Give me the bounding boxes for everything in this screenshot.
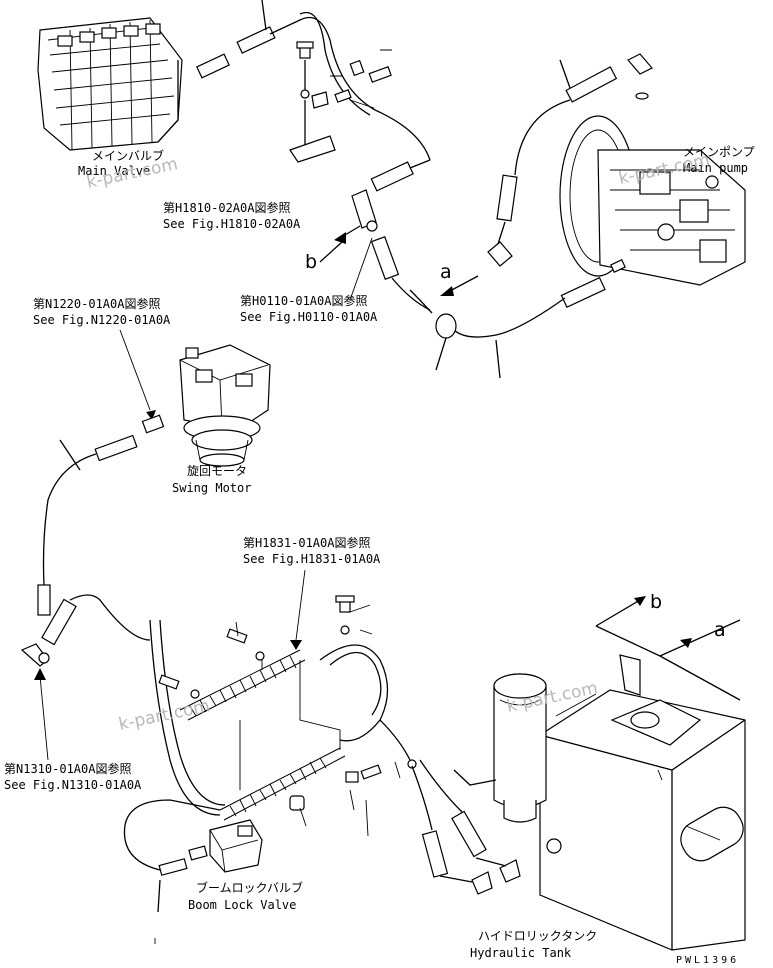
- boom-lock-label-jp: ブームロックバルブ: [196, 880, 303, 895]
- hydraulic-tank-label-en: Hydraulic Tank: [470, 946, 572, 960]
- ref-n1220-jp: 第N1220-01A0A図参照: [33, 296, 160, 311]
- watermark-3: k-part.com: [117, 696, 212, 735]
- drawing-code: PWL1396: [676, 955, 739, 966]
- lower-piping: [149, 595, 417, 821]
- main-pump-hoses: [409, 53, 653, 379]
- marker-a-upper: a: [440, 261, 452, 283]
- ref-h0110-en: See Fig.H0110-01A0A: [240, 310, 378, 324]
- main-valve-label-jp: メインバルブ: [92, 148, 164, 163]
- marker-b-lower: b: [650, 591, 662, 613]
- marker-a-lower: a: [714, 619, 726, 641]
- main-pump-drawing: [559, 115, 746, 286]
- swing-motor-drawing: [179, 344, 271, 467]
- swing-motor-label-en: Swing Motor: [172, 481, 251, 495]
- main-pump-label-en: Main pump: [683, 161, 748, 175]
- ref-h1831-en: See Fig.H1831-01A0A: [243, 552, 381, 566]
- ref-h1810-jp: 第H1810-02A0A図参照: [163, 200, 290, 215]
- ref-n1310-jp: 第N1310-01A0A図参照: [4, 761, 131, 776]
- ref-n1220-en: See Fig.N1220-01A0A: [33, 313, 171, 327]
- ref-n1310-en: See Fig.N1310-01A0A: [4, 778, 142, 792]
- boom-lock-label-en: Boom Lock Valve: [188, 898, 296, 912]
- ref-h1831-jp: 第H1831-01A0A図参照: [243, 535, 370, 550]
- swing-motor-hoses: [20, 414, 165, 667]
- main-pump-label-jp: メインポンプ: [683, 145, 755, 159]
- hydraulic-tank-drawing: [411, 654, 746, 951]
- swing-motor-label-jp: 旋回モータ: [187, 464, 247, 478]
- main-valve-drawing: [37, 17, 183, 151]
- boom-lock-valve-drawing: [123, 799, 263, 913]
- ref-h1810-en: See Fig.H1810-02A0A: [163, 217, 301, 231]
- hydraulic-tank-label-jp: ハイドロリックタンク: [478, 929, 597, 943]
- marker-b-upper: b: [305, 251, 317, 273]
- main-valve-hoses: [196, 0, 431, 311]
- ref-h0110-jp: 第H0110-01A0A図参照: [240, 293, 367, 308]
- main-valve-label-en: Main Valve: [78, 164, 150, 178]
